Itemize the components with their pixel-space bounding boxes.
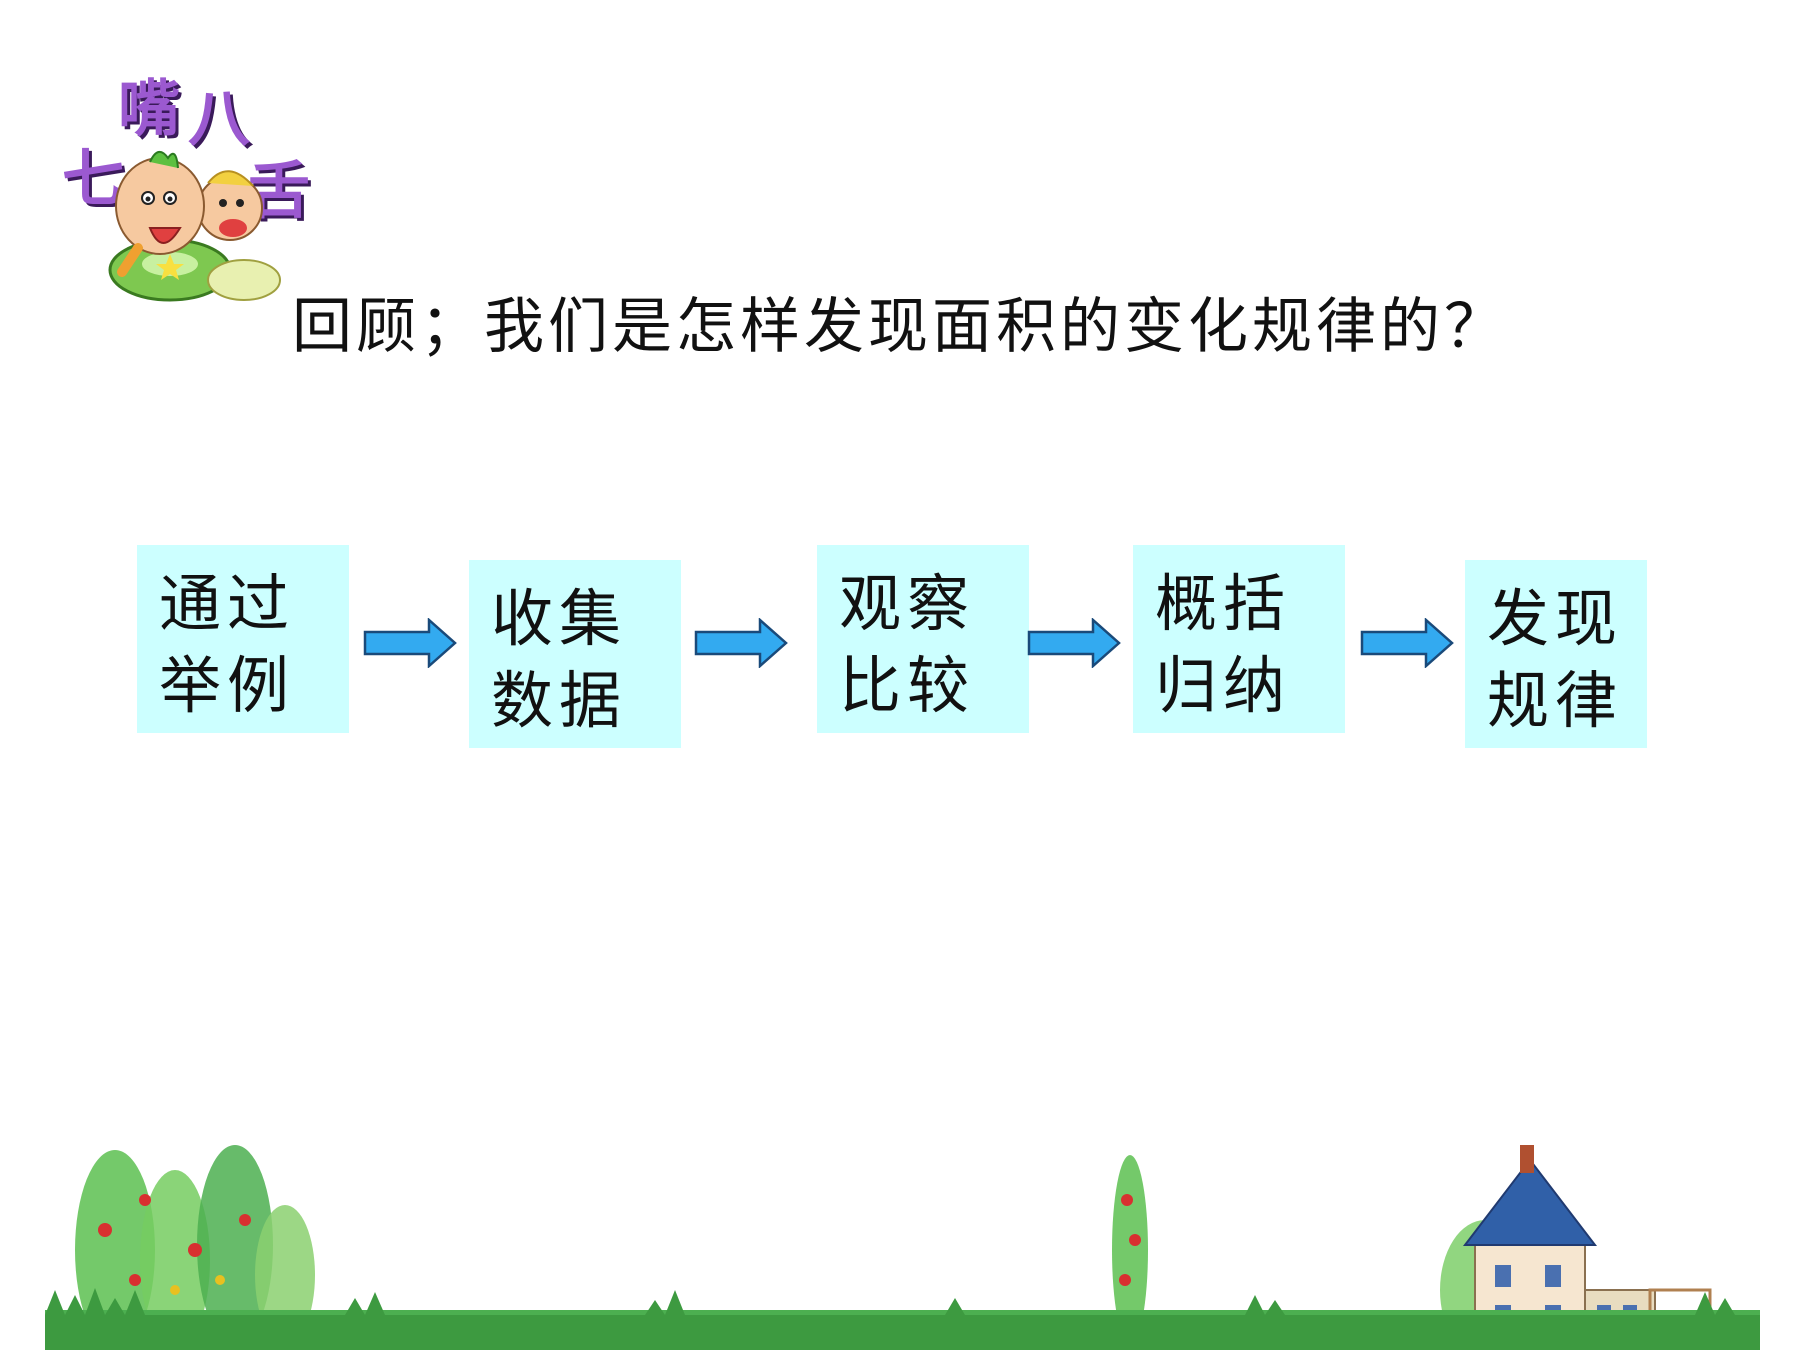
arrow-right-icon (694, 618, 788, 668)
arrow-right-icon (363, 618, 457, 668)
logo-char-2: 嘴 (118, 72, 181, 145)
arrow-right-icon (1360, 618, 1454, 668)
step-1-examples: 通过 举例 (137, 545, 349, 733)
step-3-observe-compare: 观察 比较 (817, 545, 1029, 733)
cartoon-kids-icon (108, 151, 281, 302)
step-5-line-1: 发现 (1487, 582, 1624, 655)
step-3-line-2: 比较 (839, 649, 976, 722)
flower-stalk-icon (1112, 1155, 1148, 1345)
step-1-line-2: 举例 (159, 649, 296, 722)
step-4-summarize: 概括 归纳 (1133, 545, 1345, 733)
step-5-line-2: 规律 (1487, 664, 1624, 737)
arrow-right-icon (1027, 618, 1121, 668)
step-1-line-1: 通过 (159, 567, 296, 640)
logo-char-1: 七 (62, 142, 125, 215)
step-2-line-2: 数据 (491, 664, 628, 737)
step-2-line-1: 收集 (491, 582, 628, 655)
step-4-line-1: 概括 (1155, 567, 1292, 640)
grass-house-scene-icon (45, 1145, 1760, 1350)
logo-char-3: 八 (188, 82, 251, 155)
logo-qizuibashe: 七 嘴 八 舌 (58, 58, 318, 308)
step-2-collect-data: 收集 数据 (469, 560, 681, 748)
step-3-line-1: 观察 (839, 567, 976, 640)
step-4-line-2: 归纳 (1155, 649, 1292, 722)
step-5-discover-pattern: 发现 规律 (1465, 560, 1647, 748)
review-question: 回顾；我们是怎样发现面积的变化规律的？ (292, 292, 1508, 362)
